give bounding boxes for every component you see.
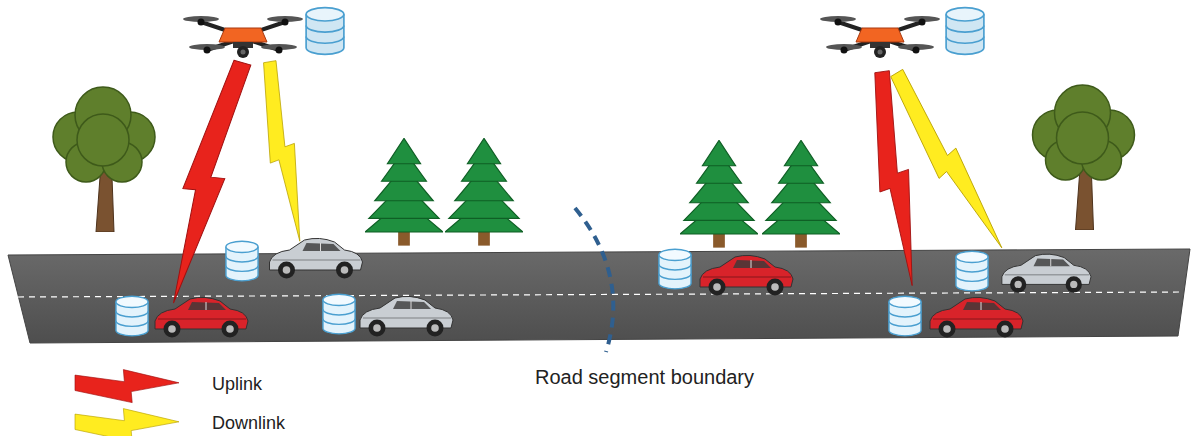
pine-tree — [445, 138, 523, 245]
uav-cache — [306, 8, 344, 55]
uav — [820, 16, 940, 58]
vehicle-cache — [956, 251, 988, 291]
tree — [53, 87, 155, 232]
gray-car — [270, 238, 363, 278]
segment-boundary — [575, 208, 613, 352]
gray-car — [1002, 254, 1091, 292]
tree — [1033, 85, 1135, 230]
vehicle-cache — [323, 294, 355, 334]
gray-car — [360, 296, 453, 336]
vehicle-cache — [659, 249, 691, 289]
pine-tree — [762, 140, 840, 247]
segment-label: Road segment boundary — [535, 366, 754, 389]
red-car — [930, 297, 1023, 337]
uplink-legend-sample — [75, 370, 179, 403]
vehicle-cache — [889, 296, 921, 336]
red-car — [700, 255, 793, 295]
downlink-bolt — [881, 67, 1012, 257]
vehicle-cache — [226, 241, 258, 281]
vehicle-cache — [116, 296, 148, 336]
lane-marking — [18, 292, 1184, 297]
pine-tree — [680, 140, 758, 247]
uav-cache — [946, 8, 984, 55]
downlink-legend-sample — [75, 409, 179, 436]
legend-label: Downlink — [212, 413, 285, 434]
legend-label: Uplink — [212, 374, 262, 395]
red-car — [155, 297, 248, 337]
downlink-bolt — [254, 60, 311, 244]
uav — [183, 16, 303, 58]
pine-tree — [365, 138, 443, 245]
